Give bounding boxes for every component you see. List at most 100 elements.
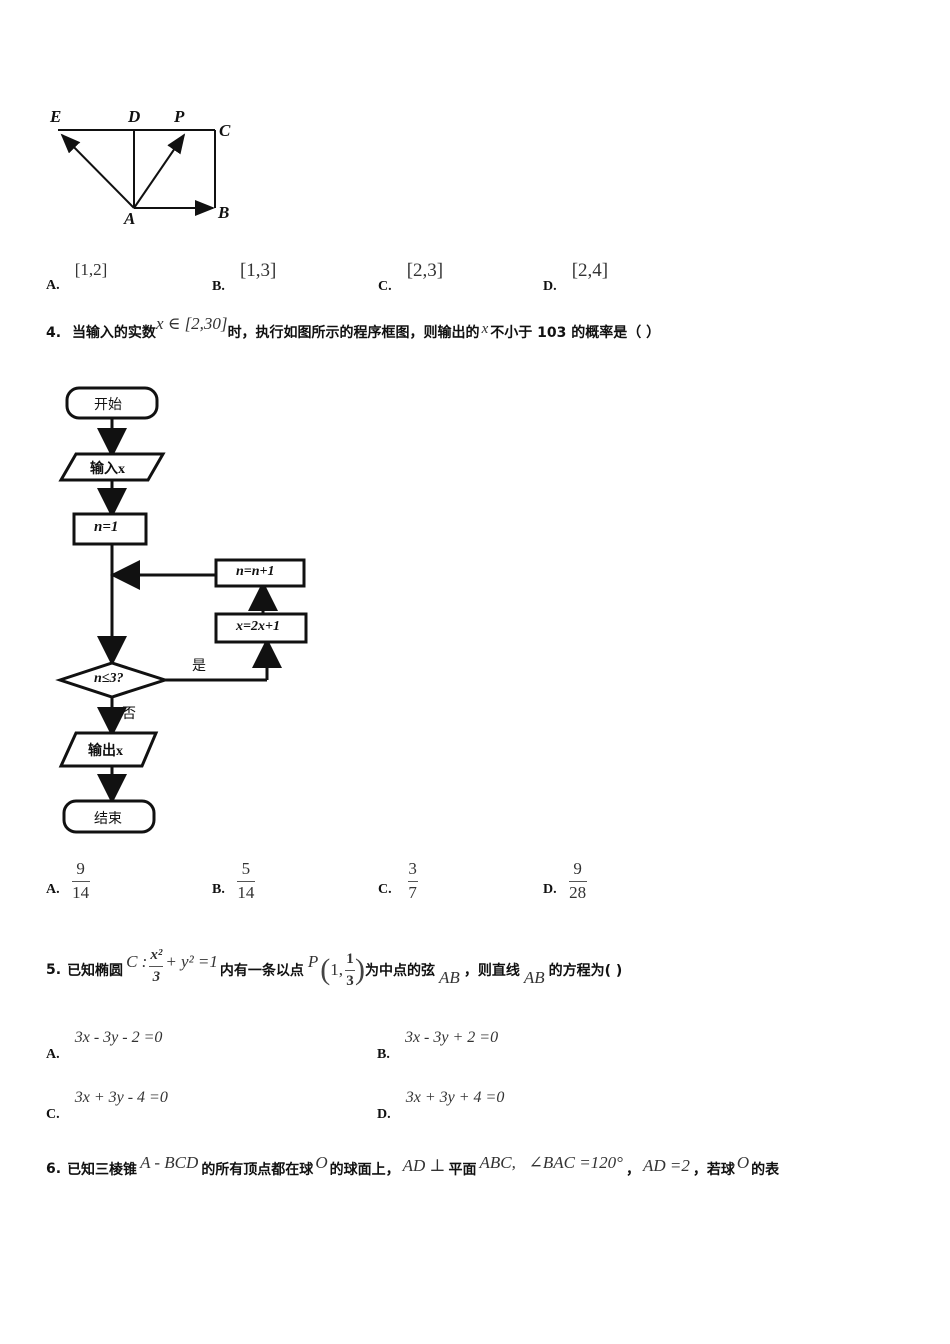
option-label: D.	[377, 1107, 391, 1122]
question-number: 4.	[46, 325, 62, 341]
label-C: C	[219, 121, 231, 140]
numerator: 1	[346, 951, 354, 967]
question-6-stem: 6. 已知三棱锥 A - BCD 的所有顶点都在球 O 的球面上， AD ⊥ 平…	[46, 1152, 779, 1186]
stem-text: 平面	[448, 1162, 477, 1178]
option-label: C.	[378, 882, 392, 898]
label-B: B	[218, 203, 230, 222]
option-value: [1,2]	[74, 260, 108, 279]
ellipse-fraction: x² 3	[149, 947, 164, 985]
denominator: 14	[72, 882, 90, 902]
option-value: 3x - 3y + 2 =0	[404, 1029, 499, 1046]
q4-option-d[interactable]: D. 9 28	[543, 859, 587, 902]
denominator: 7	[408, 882, 417, 902]
flowchart-start: 开始	[94, 397, 122, 413]
stem-text: 的所有顶点都在球	[201, 1162, 314, 1178]
denominator: 28	[569, 882, 587, 902]
flowchart-update-n: n=n+1	[236, 564, 275, 579]
flowchart-update-x: x=2x+1	[236, 619, 280, 634]
stem-math: O	[315, 1153, 328, 1172]
flowchart: 开始 输入x n=1 n=n+1 x=2x+1 n≤3? 是 否 输出x 结束	[50, 380, 350, 840]
option-label: B.	[377, 1047, 390, 1062]
stem-math: AB	[439, 968, 460, 987]
stem-math: O	[736, 1153, 750, 1172]
stem-text: ，若球	[692, 1162, 735, 1178]
denominator: 14	[237, 882, 255, 902]
q5-option-a[interactable]: A. 3x - 3y - 2 =0	[46, 1027, 163, 1062]
stem-math: x	[481, 321, 489, 337]
flowchart-output: 输出x	[88, 744, 123, 759]
q5-option-b[interactable]: B. 3x - 3y + 2 =0	[377, 1027, 499, 1062]
option-label: A.	[46, 278, 60, 293]
stem-math: A - BCD	[140, 1153, 199, 1172]
option-value: 3x - 3y - 2 =0	[74, 1029, 163, 1046]
stem-text: ，则直线	[463, 963, 520, 979]
option-value: 3x + 3y - 4 =0	[74, 1089, 168, 1106]
numerator: 3	[408, 859, 417, 878]
option-value: 3x + 3y + 4 =0	[405, 1089, 505, 1106]
stem-math: 1,	[330, 960, 344, 979]
flowchart-input: 输入x	[90, 462, 125, 477]
label-D: D	[128, 107, 141, 126]
paren-open: (	[320, 953, 331, 986]
flowchart-end: 结束	[94, 811, 122, 827]
label-E: E	[50, 107, 62, 126]
vector-diagram-icon	[58, 129, 216, 216]
stem-math: P	[307, 952, 319, 971]
flowchart-lines-icon	[55, 386, 308, 834]
q5-option-c[interactable]: C. 3x + 3y - 4 =0	[46, 1087, 168, 1122]
vector-figure: E D P C A B	[40, 105, 240, 230]
option-label: C.	[46, 1107, 60, 1122]
option-label: D.	[543, 882, 557, 898]
option-value: [2,4]	[571, 260, 609, 281]
option-label: D.	[543, 279, 557, 294]
stem-math: AD =2	[642, 1156, 690, 1175]
numerator: 5	[241, 859, 251, 878]
flowchart-condition: n≤3?	[94, 671, 124, 686]
stem-text: 时，执行如图所示的程序框图，则输出的	[227, 325, 480, 341]
stem-math: x ∈ [2,30]	[155, 314, 228, 333]
q3-option-a[interactable]: A. [1,2]	[46, 260, 108, 293]
q3-option-d[interactable]: D. [2,4]	[543, 260, 609, 294]
label-P: P	[174, 107, 185, 126]
stem-math: ABC, ∠BAC =120°	[479, 1153, 623, 1172]
stem-text: 的表	[751, 1162, 780, 1178]
label-A: A	[124, 209, 136, 228]
stem-text: 当输入的实数	[71, 325, 156, 341]
numerator: x²	[150, 947, 163, 963]
question-number: 5.	[46, 962, 62, 978]
option-label: B.	[212, 882, 225, 898]
stem-text: 已知椭圆	[67, 963, 124, 979]
stem-text: ，	[625, 1162, 640, 1178]
denominator: 3	[346, 972, 354, 989]
stem-text: 为中点的弦	[365, 963, 436, 979]
stem-text: 的球面上，	[329, 1162, 400, 1178]
stem-math: AD ⊥	[402, 1156, 446, 1175]
numerator: 9	[573, 859, 582, 878]
option-label: C.	[378, 279, 392, 294]
option-label: B.	[212, 279, 225, 294]
stem-math: AB	[523, 968, 545, 987]
option-value: [1,3]	[239, 260, 277, 281]
denominator: 3	[152, 968, 161, 985]
numerator: 9	[76, 859, 85, 878]
q5-option-d[interactable]: D. 3x + 3y + 4 =0	[377, 1087, 505, 1122]
question-number: 6.	[46, 1161, 62, 1177]
option-label: A.	[46, 1047, 60, 1062]
stem-math: + y² =1	[165, 952, 218, 971]
q3-option-c[interactable]: C. [2,3]	[378, 260, 444, 294]
stem-text: 内有一条以点	[219, 963, 304, 979]
q3-option-b[interactable]: B. [1,3]	[212, 260, 277, 294]
flowchart-no-label: 否	[122, 706, 136, 722]
option-value: [2,3]	[406, 260, 444, 281]
option-label: A.	[46, 882, 60, 898]
stem-math: C :	[126, 952, 148, 971]
